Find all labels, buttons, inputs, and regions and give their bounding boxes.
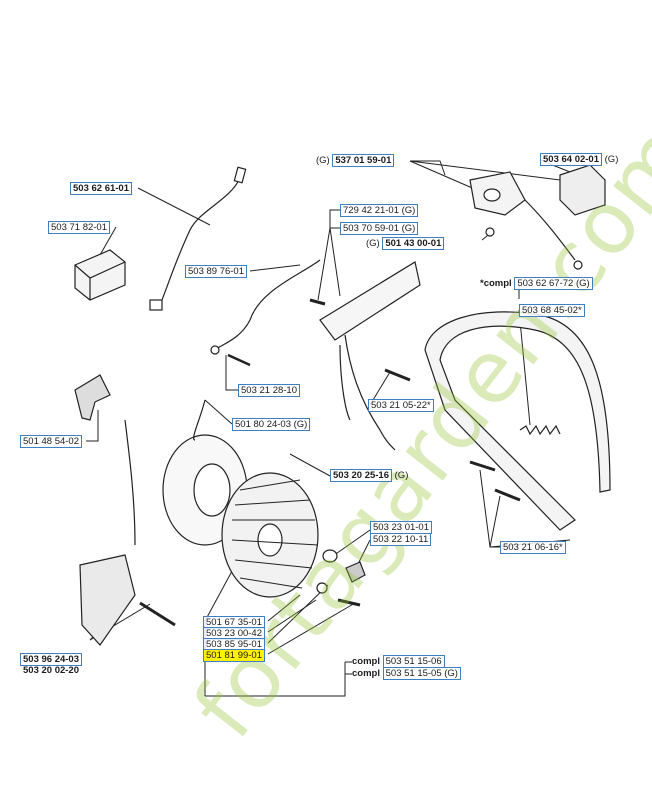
part-label[interactable]: 503 62 61-01 <box>70 182 132 195</box>
part-label[interactable]: 503 51 15-06 <box>382 655 445 668</box>
washer-icon <box>322 549 338 563</box>
wire-icon <box>159 177 241 306</box>
part-label[interactable]: 503 22 10-11 <box>370 533 432 546</box>
part-label-prefix: (G) <box>316 155 333 166</box>
part-label[interactable]: 503 70 59-01 (G) <box>340 222 419 235</box>
part-label[interactable]: 503 21 06-16* <box>500 541 566 554</box>
throttle-lever-icon <box>74 374 111 421</box>
part-label-group: (G) 501 43 00-01 <box>366 237 445 250</box>
compl-prefix: *compl <box>480 278 515 289</box>
part-label-group: 503 20 25-16 (G) <box>330 469 409 482</box>
part-label-highlighted[interactable]: 501 81 99-01 <box>203 649 265 662</box>
part-label[interactable]: 503 68 45-02* <box>519 304 585 317</box>
part-label[interactable]: 503 71 82-01 <box>48 221 110 234</box>
part-label[interactable]: 729 42 21-01 (G) <box>340 204 419 217</box>
part-label[interactable]: 501 48 54-02 <box>20 435 82 448</box>
screw-icon <box>384 368 411 382</box>
part-label[interactable]: 503 96 24-03 <box>20 653 82 666</box>
part-label[interactable]: 503 64 02-01 <box>540 153 602 166</box>
ht-lead-icon <box>124 419 136 546</box>
part-label-group: compl 503 51 15-05 (G) <box>352 667 461 680</box>
part-label[interactable]: 503 20 25-16 <box>330 469 392 482</box>
part-label-suffix: (G) <box>392 470 409 481</box>
part-drawings <box>74 164 611 646</box>
part-label-group: compl 503 51 15-06 <box>352 655 445 668</box>
compl-prefix: compl <box>352 668 380 679</box>
part-label-prefix: (G) <box>366 238 383 249</box>
part-label[interactable]: 503 62 67-72 (G) <box>514 277 593 290</box>
nut-icon <box>345 561 366 583</box>
part-label[interactable]: 503 21 28-10 <box>238 384 300 397</box>
part-label[interactable]: 503 21 05-22* <box>368 399 434 412</box>
part-label[interactable]: 503 51 15-05 (G) <box>382 667 461 680</box>
part-label[interactable]: 537 01 59-01 <box>332 154 395 167</box>
switch-module-icon <box>74 249 126 301</box>
part-label-suffix: (G) <box>602 154 619 165</box>
part-label[interactable]: 503 20 02-20 <box>23 665 79 676</box>
part-label-group: (G) 537 01 59-01 <box>316 154 395 167</box>
ignition-module-icon <box>79 554 136 646</box>
spring-icon <box>519 424 561 436</box>
bracket-icon <box>319 261 421 341</box>
part-label-group: 503 64 02-01 (G) <box>540 153 619 166</box>
part-label-group: *compl 503 62 67-72 (G) <box>480 277 593 290</box>
part-label[interactable]: 501 43 00-01 <box>382 237 445 250</box>
compl-prefix: compl <box>352 656 380 667</box>
front-handle-icon <box>424 311 611 531</box>
wire-icon-2 <box>214 259 321 351</box>
part-label[interactable]: 503 89 76-01 <box>185 265 247 278</box>
part-label[interactable]: 501 80 24-03 (G) <box>232 418 311 431</box>
